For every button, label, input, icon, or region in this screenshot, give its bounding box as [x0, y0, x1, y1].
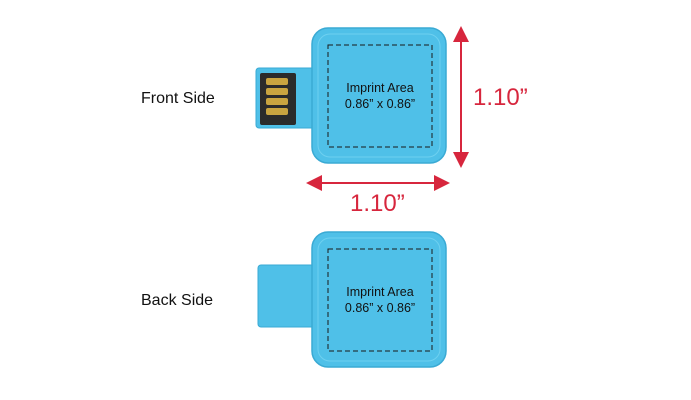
back-usb-tab — [257, 264, 319, 328]
back-imprint-box — [327, 248, 433, 352]
front-side-label: Front Side — [141, 90, 215, 107]
back-imprint-size: 0.86” x 0.86” — [344, 301, 416, 315]
back-side-label: Back Side — [141, 292, 214, 309]
front-imprint-title: Imprint Area — [346, 81, 414, 95]
front-usb-body — [311, 27, 447, 164]
front-imprint-box — [327, 44, 433, 148]
back-imprint-text: Imprint Area 0.86” x 0.86” — [330, 284, 430, 316]
front-imprint-text: Imprint Area 0.86” x 0.86” — [330, 80, 430, 112]
back-imprint-title: Imprint Area — [346, 285, 414, 299]
front-imprint-size: 0.86” x 0.86” — [344, 97, 416, 111]
width-dimension-label: 1.10” — [350, 190, 405, 217]
back-usb-body — [311, 231, 447, 368]
height-dimension-label: 1.10” — [473, 84, 528, 111]
front-usb-connector — [255, 67, 317, 129]
